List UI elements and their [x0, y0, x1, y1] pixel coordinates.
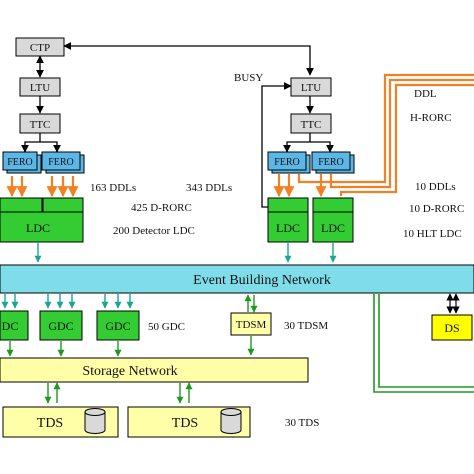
tdsm-links — [244, 294, 258, 356]
ttc-box-right: TTC — [290, 113, 332, 134]
annotation-labels: BUSY DDL H-RORC 163 DDLs 343 DDLs 425 D-… — [90, 72, 464, 429]
label-busy: BUSY — [234, 72, 263, 84]
fero-box-3: FERO — [267, 151, 311, 174]
svg-text:Storage Network: Storage Network — [82, 364, 177, 379]
svg-text:TDSM: TDSM — [236, 319, 267, 331]
label-10-ddls: 10 DDLs — [415, 181, 456, 193]
label-ddl: DDL — [414, 88, 437, 100]
storage-network: Storage Network — [0, 357, 309, 383]
label-30-tdsm: 30 TDSM — [284, 320, 328, 332]
svg-text:TDS: TDS — [37, 416, 63, 431]
ltu-box-left: LTU — [19, 77, 61, 97]
storage-to-tds-lines — [44, 382, 193, 404]
gdc-box-2: GDC — [39, 310, 83, 341]
svg-text:FERO: FERO — [318, 157, 344, 168]
label-200-detector-ldc: 200 Detector LDC — [113, 225, 195, 237]
svg-text:LDC: LDC — [321, 221, 345, 235]
ltu-box-right: LTU — [290, 77, 332, 97]
svg-text:LDC: LDC — [276, 221, 300, 235]
fero-box-2: FERO — [41, 151, 85, 174]
svg-text:GDC: GDC — [105, 319, 130, 333]
ctp-box: CTP — [15, 37, 65, 57]
gdc-box-3: GDC — [96, 310, 140, 341]
ldc-box-left: LDC — [0, 197, 84, 243]
ds-links — [446, 293, 460, 314]
gdc-to-storage-lines — [6, 341, 122, 357]
ldc-box-right-2: LDC — [312, 197, 354, 243]
svg-text:FERO: FERO — [7, 157, 33, 168]
svg-text:DS: DS — [444, 321, 459, 335]
export-lines — [373, 294, 474, 393]
svg-text:LDC: LDC — [26, 221, 50, 235]
disk-icon — [220, 408, 242, 434]
label-425-drorc: 425 D-RORC — [131, 202, 192, 214]
gdc-box-1: DC — [0, 310, 29, 341]
event-building-network: Event Building Network — [0, 264, 474, 294]
svg-text:TDS: TDS — [172, 416, 198, 431]
svg-text:FERO: FERO — [48, 157, 74, 168]
ldc-box-right-1: LDC — [267, 197, 309, 243]
control-lines — [21, 42, 334, 208]
ds-box: DS — [431, 314, 473, 341]
label-10-drorc: 10 D-RORC — [409, 203, 464, 215]
svg-text:DC: DC — [2, 319, 19, 333]
label-50-gdc: 50 GDC — [148, 321, 185, 333]
svg-text:CTP: CTP — [30, 42, 50, 54]
label-163-ddls: 163 DDLs — [90, 182, 136, 194]
ttc-box-left: TTC — [19, 113, 61, 134]
svg-text:LTU: LTU — [301, 82, 321, 94]
label-343-ddls: 343 DDLs — [186, 182, 232, 194]
fero-box-4: FERO — [311, 151, 355, 174]
svg-text:LTU: LTU — [30, 82, 50, 94]
tdsm-box: TDSM — [230, 312, 272, 336]
ebn-to-gdc-arrows — [1, 294, 134, 309]
svg-text:TTC: TTC — [30, 119, 51, 131]
label-h-rorc: H-RORC — [410, 112, 452, 124]
svg-text:GDC: GDC — [48, 319, 73, 333]
ddl-arrows-left — [6, 176, 79, 198]
disk-icon — [84, 408, 106, 434]
ldc-to-ebn-arrows — [34, 243, 337, 263]
svg-text:Event Building Network: Event Building Network — [193, 273, 331, 288]
ddl-arrows-right — [273, 73, 474, 198]
label-10-hlt-ldc: 10 HLT LDC — [403, 228, 462, 240]
svg-text:FERO: FERO — [274, 157, 300, 168]
svg-text:TTC: TTC — [301, 119, 322, 131]
label-30-tds: 30 TDS — [285, 417, 319, 429]
fero-box-1: FERO — [2, 151, 42, 174]
